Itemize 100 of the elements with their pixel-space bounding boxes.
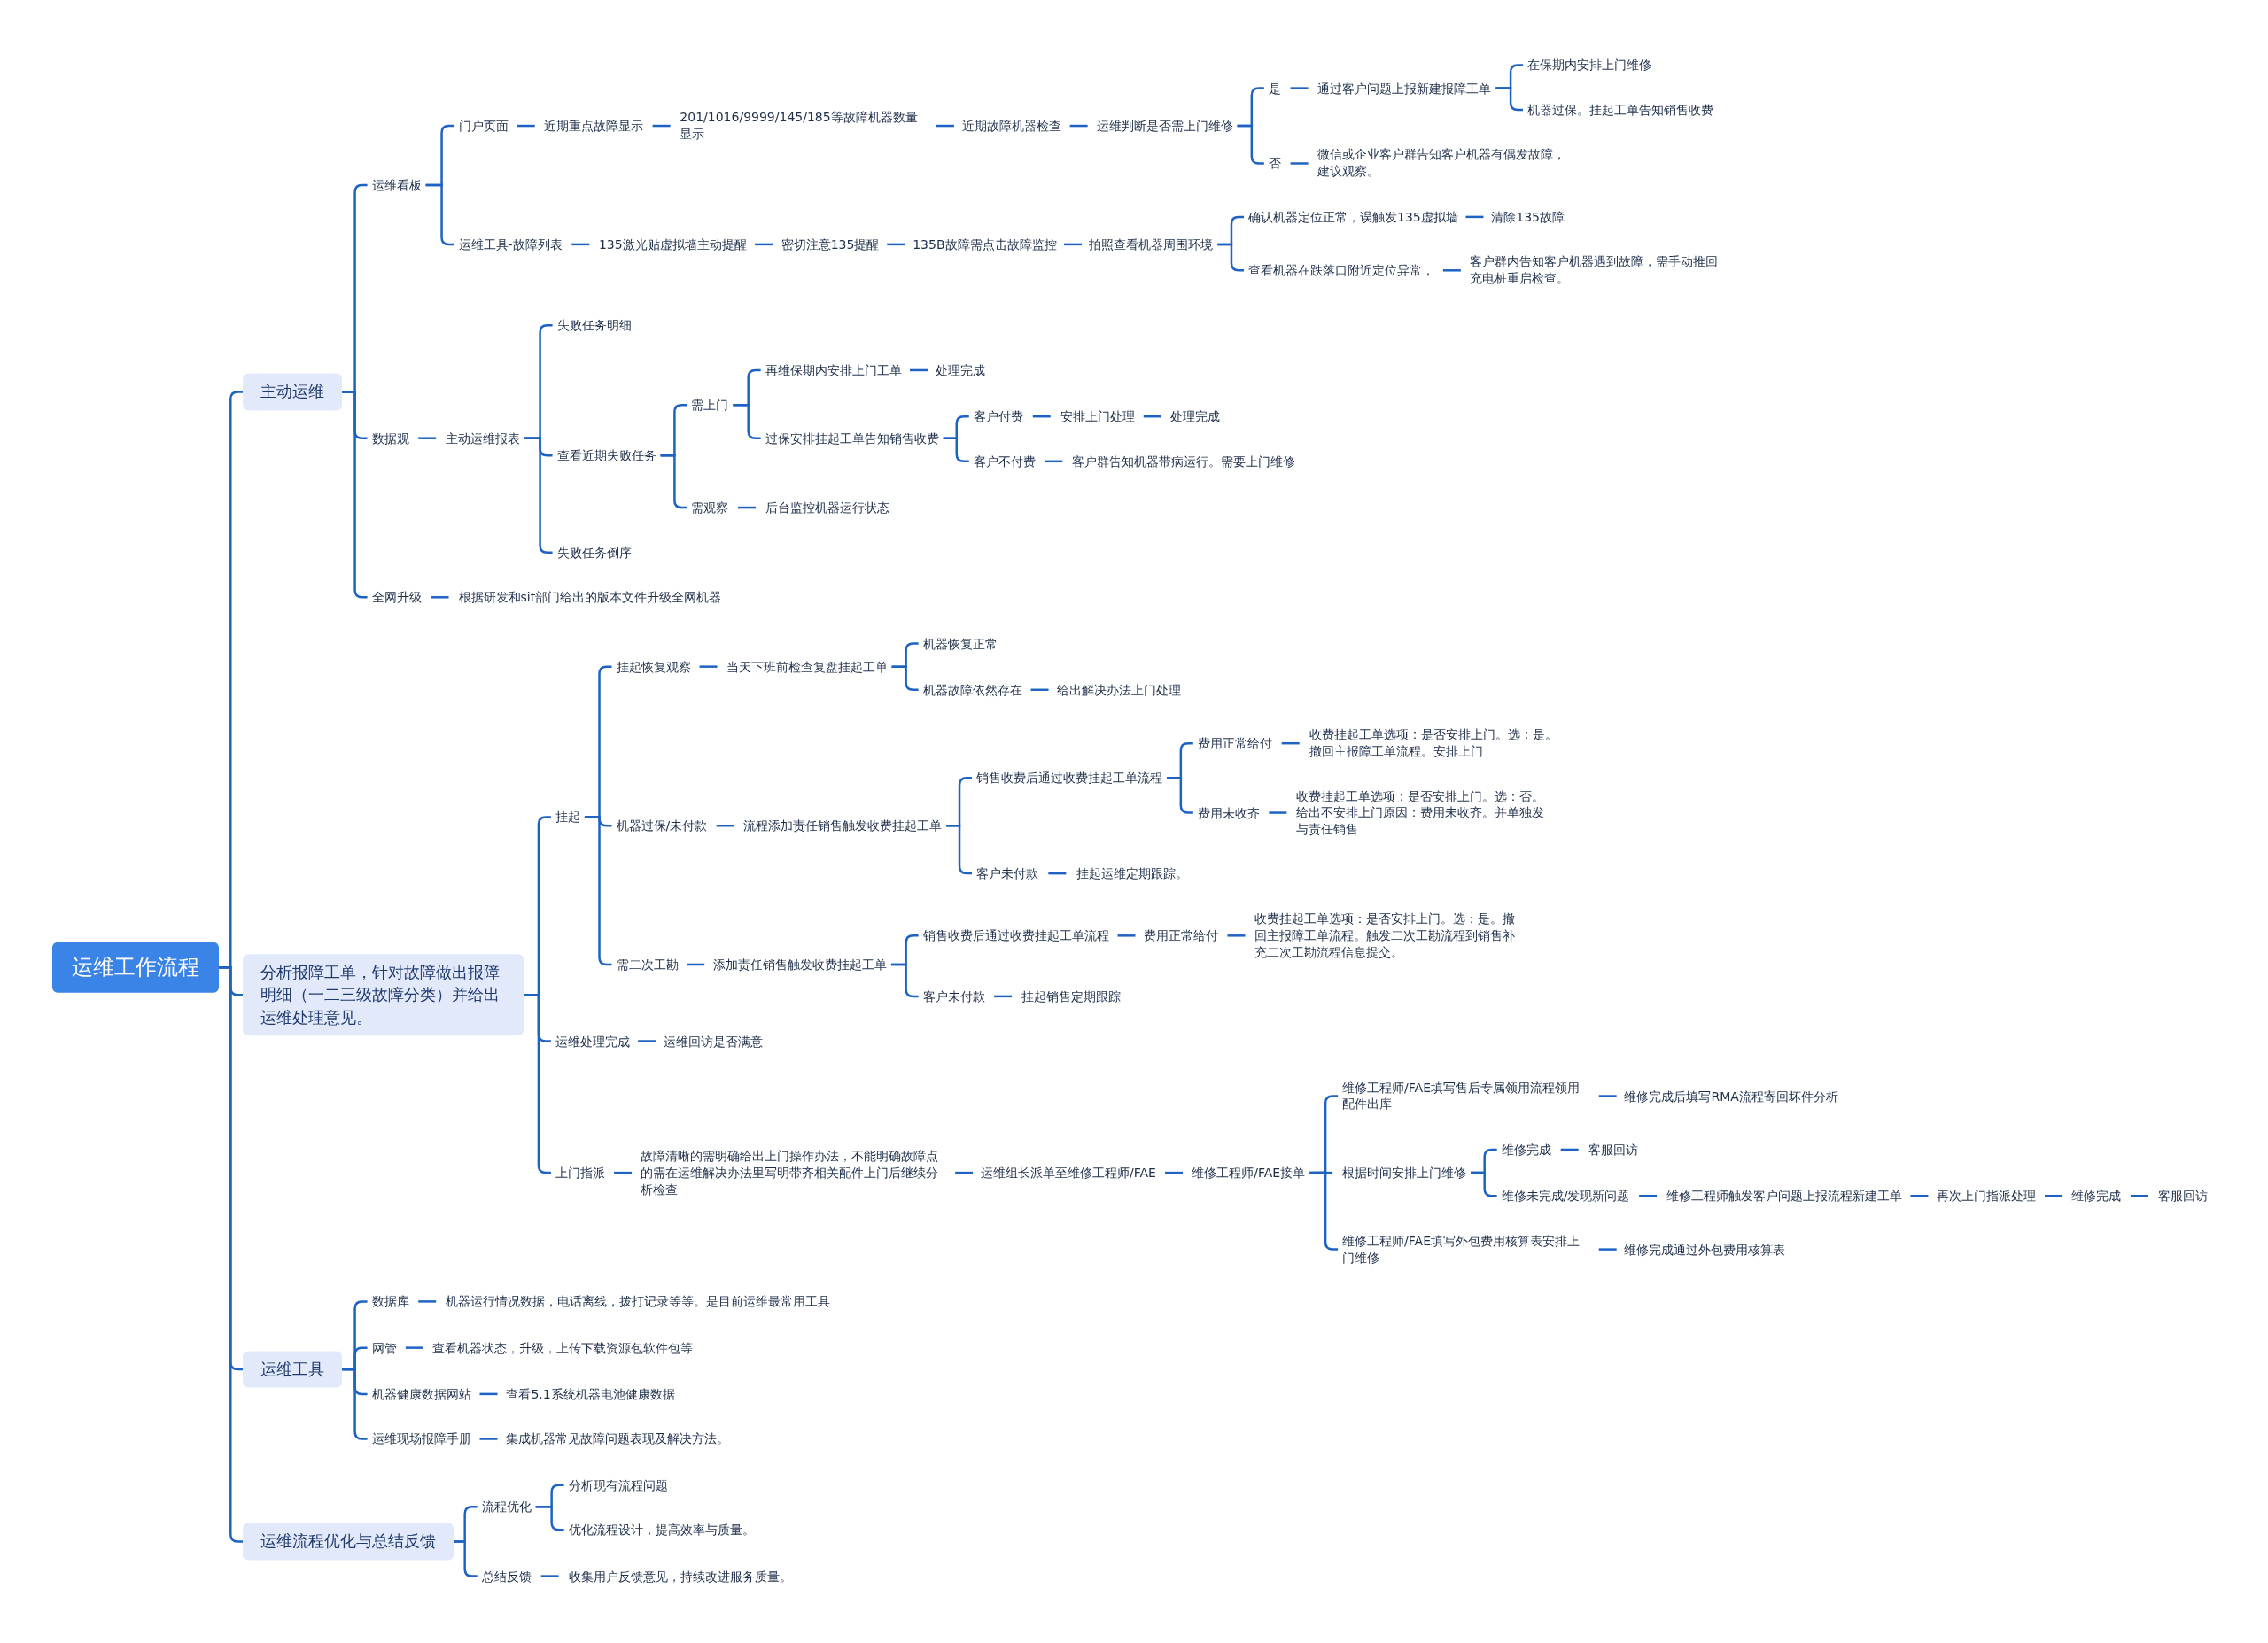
connector-line (540, 1575, 559, 1577)
topic-text: 网管 (367, 1337, 401, 1359)
connector-line (1032, 415, 1051, 418)
connector-line (887, 243, 905, 246)
topic-box: 分析报障工单，针对故障做出报障明细（一二三级故障分类）并给出运维处理意见。 (243, 954, 524, 1036)
connector-line (1069, 124, 1088, 128)
topic-text: 微信或企业客户群告知客户机器有偶发故障，建议观察。 (1313, 144, 1577, 182)
connector-line (1165, 1171, 1184, 1174)
topic-text: 流程添加责任销售触发收费挂起工单 (739, 815, 947, 836)
topic-text: 135B故障需点击故障监控 (908, 234, 1061, 255)
connector-line (687, 963, 705, 966)
connector-line (1030, 688, 1049, 692)
topic-text: 否 (1263, 153, 1285, 174)
topic-box: 运维工具 (243, 1351, 343, 1388)
topic-text: 挂起销售定期跟踪 (1016, 986, 1125, 1007)
topic-text: 确认机器定位正常，误触发135虚拟墙 (1243, 206, 1463, 228)
topic-text: 收费挂起工单选项：是否安排上门。选：是。撤回主报障工单流程。安排上门 (1304, 725, 1568, 763)
topic-text: 给出解决办法上门处理 (1052, 679, 1186, 701)
topic-text: 维修完成通过外包费用核算表 (1619, 1239, 1790, 1260)
connector-line (1281, 741, 1300, 745)
topic-text: 机器过保。挂起工单告知销售收费 (1523, 99, 1719, 120)
topic-text: 客户群告知机器带病运行。需要上门维修 (1067, 451, 1300, 472)
topic-text: 运维处理完成 (550, 1031, 634, 1051)
topic-text: 维修工程师/FAE填写售后专属领用流程领用配件出库 (1338, 1077, 1596, 1115)
connector-line (342, 1368, 368, 1440)
connector-line (1237, 124, 1264, 165)
connector-line (994, 995, 1013, 998)
connector-line (571, 243, 590, 246)
connector-line (454, 1540, 478, 1577)
connector-line (638, 1040, 656, 1042)
topic-text: 收集用户反馈意见，持续改进服务质量。 (563, 1566, 796, 1586)
topic-text: 近期重点故障显示 (539, 115, 648, 136)
connector-line (1290, 162, 1309, 165)
topic-text: 需观察 (687, 497, 734, 518)
topic-text: 上门指派 (550, 1162, 610, 1183)
connector-line (755, 243, 773, 246)
connector-line (890, 963, 919, 998)
connector-line (716, 825, 734, 827)
topic-text: 费用未收齐 (1192, 802, 1264, 823)
topic-text: 135激光贴虚拟墙主动提醒 (594, 234, 751, 255)
topic-text: 维修完成 (2066, 1185, 2125, 1206)
connector-line (1167, 777, 1193, 814)
topic-text: 清除135故障 (1487, 206, 1569, 228)
topic-text: 需上门 (687, 394, 734, 415)
root-topic-box: 运维工作流程 (51, 942, 219, 993)
topic-text: 添加责任销售触发收费挂起工单 (708, 954, 891, 975)
connector-line (652, 124, 671, 128)
topic-text: 收费挂起工单选项：是否安排上门。选：是。撤回主报障工单流程。触发二次工勘流程到销售补充二次工勘流程信息提交。 (1249, 909, 1531, 963)
connector-line (479, 1392, 498, 1396)
topic-text: 运维看板 (367, 174, 426, 196)
topic-text: 集成机器常见故障问题表现及解决方法。 (501, 1429, 734, 1449)
topic-text: 运维组长派单至维修工程师/FAE (975, 1162, 1161, 1183)
topic-text: 查看近期失败任务 (552, 445, 661, 466)
connector-line (1495, 87, 1524, 112)
connector-line (1560, 1148, 1579, 1151)
connector-line (535, 1505, 564, 1531)
connector-line (1045, 460, 1063, 463)
topic-text: 机器故障依然存在 (918, 679, 1027, 701)
topic-text: 机器恢复正常 (918, 633, 1002, 654)
topic-text: 维修完成后填写RMA流程寄回坏件分析 (1619, 1086, 1843, 1106)
topic-text: 查看5.1系统机器电池健康数据 (501, 1383, 680, 1405)
topic-text: 客户未付款 (972, 863, 1044, 884)
topic-text: 后台监控机器运行状态 (760, 497, 894, 518)
connector-line (1063, 243, 1082, 246)
connector-line (517, 124, 535, 128)
connector-line (955, 1171, 974, 1174)
connector-line (405, 1346, 423, 1349)
connector-line (614, 1171, 633, 1174)
topic-text: 处理完成 (931, 360, 990, 381)
connector-line (418, 437, 437, 439)
connector-line (1143, 415, 1161, 418)
topic-text: 维修工程师触发客户问题上报流程新建工单 (1661, 1185, 1907, 1206)
topic-text: 运维现场报障手册 (367, 1429, 476, 1449)
topic-text: 根据研发和sit部门给出的版本文件升级全网机器 (454, 586, 726, 608)
topic-text: 费用正常给付 (1192, 732, 1277, 754)
topic-text: 收费挂起工单选项：是否安排上门。选：否。给出不安排上门原因：费用未收齐。并单独发与责任销售 (1291, 786, 1558, 840)
topic-text: 处理完成 (1165, 406, 1224, 427)
topic-box: 主动运维 (243, 373, 343, 411)
topic-text: 运维工具-故障列表 (454, 234, 567, 255)
topic-text: 密切注意135提醒 (776, 234, 884, 255)
connector-line (1598, 1095, 1617, 1097)
topic-text: 再维保期内安排上门工单 (760, 360, 906, 381)
connector-line (1910, 1194, 1929, 1197)
topic-text: 主动运维报表 (440, 428, 524, 449)
connector-line (1217, 243, 1244, 272)
topic-text: 客户未付款 (918, 986, 990, 1007)
topic-text: 是 (1263, 78, 1285, 98)
topic-text: 销售收费后通过收费挂起工单流程 (918, 925, 1114, 946)
topic-text: 维修完成 (1496, 1139, 1556, 1160)
topic-text: 客户付费 (968, 406, 1028, 427)
topic-text: 总结反馈 (477, 1566, 536, 1586)
topic-text: 需二次工勘 (611, 954, 683, 975)
topic-text: 挂起恢复观察 (611, 656, 695, 678)
topic-text: 客户不付费 (968, 451, 1040, 472)
connector-line (936, 124, 954, 128)
topic-text: 通过客户问题上报新建报障工单 (1313, 78, 1496, 98)
connector-line (738, 506, 757, 509)
topic-text: 销售收费后通过收费挂起工单流程 (972, 767, 1168, 788)
topic-text: 失败任务倒序 (552, 542, 636, 563)
connector-line (699, 665, 718, 668)
